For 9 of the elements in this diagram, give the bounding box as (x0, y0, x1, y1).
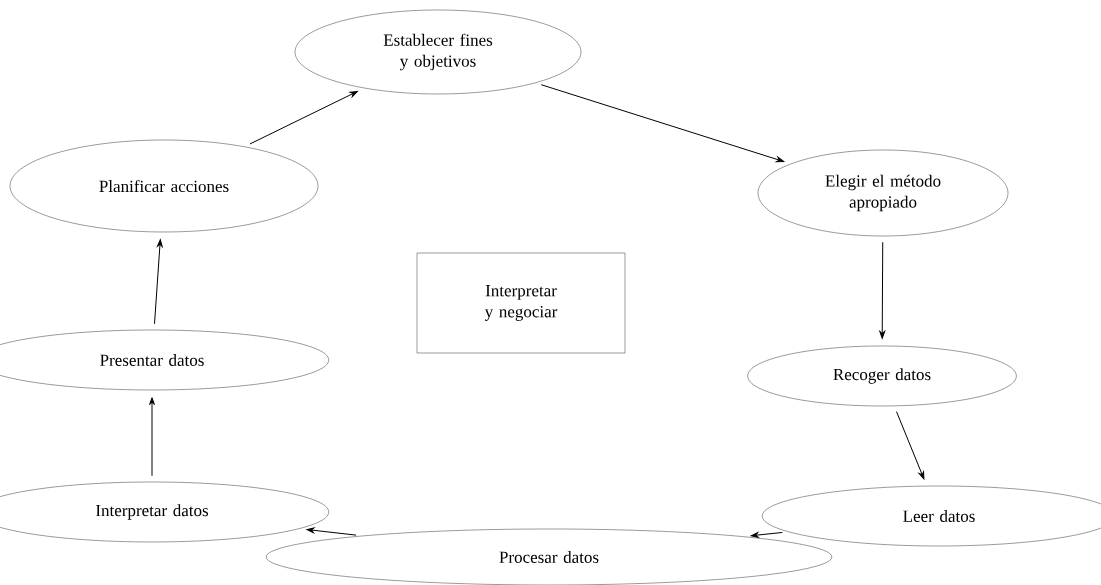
arrow (306, 527, 357, 536)
arrow (750, 531, 783, 538)
process-box: Interpretar y negociar (416, 252, 626, 354)
arrow (879, 241, 886, 339)
arrow (896, 411, 925, 480)
arrow (540, 84, 785, 163)
arrow (249, 90, 358, 145)
arrow (149, 397, 155, 477)
arrow (154, 239, 163, 325)
